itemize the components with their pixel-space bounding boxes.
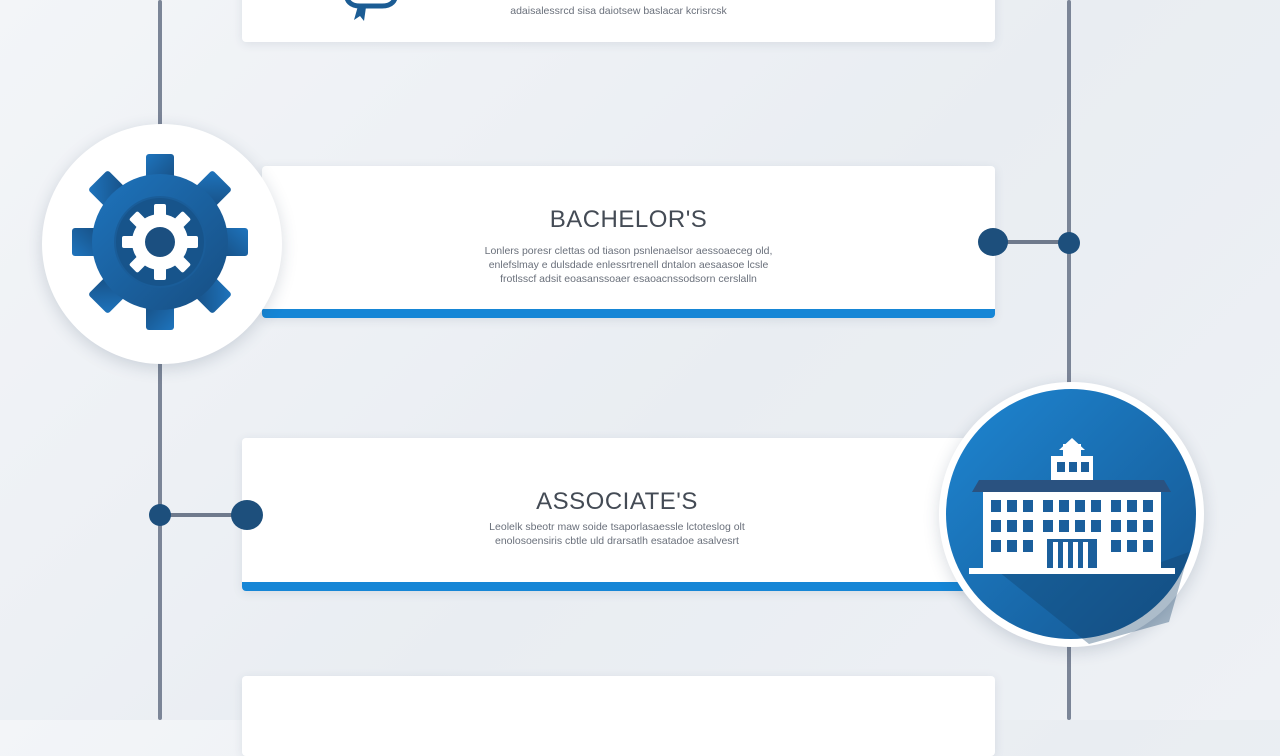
associates-description-line-1: Leolelk sbeotr maw soide tsaporlasaessle…	[489, 521, 745, 533]
timeline-rail-right	[1067, 0, 1071, 720]
bachelors-accent-bar	[262, 309, 995, 318]
bachelors-connector-stem	[995, 240, 1067, 244]
stage-top-description-line-1: adaisalessrcd sisa daiotsew baslacar kcr…	[510, 5, 727, 17]
left-rail-node-dot	[149, 504, 171, 526]
stage-card-bachelors: BACHELOR'S Lonlers poresr clettas od tia…	[262, 166, 995, 318]
gear-icon	[72, 154, 248, 330]
stage-description-bachelors: Lonlers poresr clettas od tiason psnlena…	[262, 244, 995, 286]
bachelors-description-line-2: enlefslmay e dulsdade enlessrtrenell dnt…	[488, 259, 769, 271]
ribbon-award-icon	[344, 0, 398, 21]
stage-description-associates: Leolelk sbeotr maw soide tsaporlasaessle…	[242, 520, 992, 548]
associates-accent-bar	[242, 582, 992, 591]
stage-title-bachelors: BACHELOR'S	[549, 206, 708, 233]
bachelors-connector-dot	[978, 228, 1008, 256]
gear-node	[42, 124, 282, 364]
building-node	[939, 382, 1204, 647]
associates-description-line-2: enolosoensiris cbtle uld drarsatlh esata…	[495, 535, 739, 547]
bachelors-description-line-3: frotlsscf adsit eoasanssoaer esaoacnssod…	[500, 273, 757, 285]
associates-connector-stem	[160, 513, 244, 517]
stage-card-top: adaisalessrcd sisa daiotsew baslacar kcr…	[242, 0, 995, 42]
stage-title-associates: ASSOCIATE'S	[536, 488, 698, 515]
stage-card-bottom	[242, 676, 995, 756]
building-icon	[946, 389, 1196, 644]
bachelors-description-line-1: Lonlers poresr clettas od tiason psnlena…	[484, 245, 773, 257]
associates-connector-dot	[231, 500, 263, 530]
stage-top-description: adaisalessrcd sisa daiotsew baslacar kcr…	[242, 4, 995, 18]
right-rail-node-dot	[1058, 232, 1080, 254]
stage-card-associates: ASSOCIATE'S Leolelk sbeotr maw soide tsa…	[242, 438, 992, 591]
